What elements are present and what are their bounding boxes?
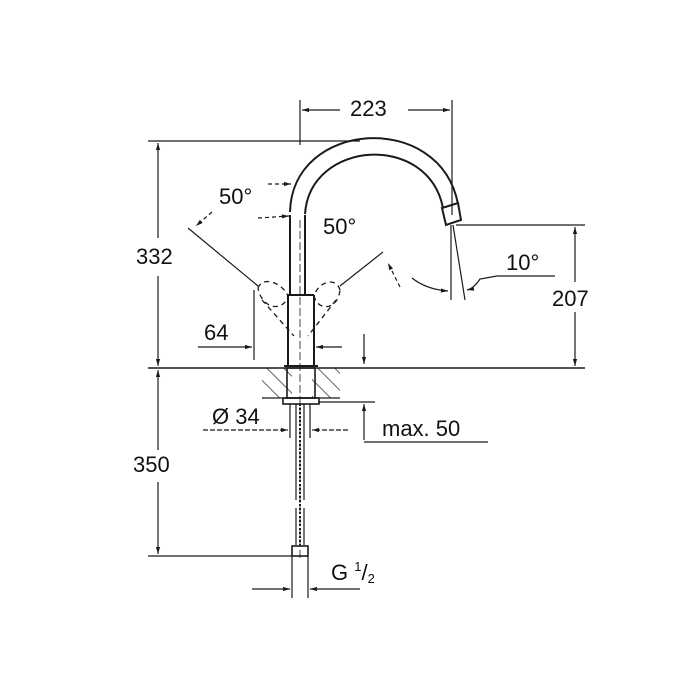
faucet-spout: [289, 137, 463, 295]
deck-thickness-dimension: [318, 401, 488, 443]
left-angle-50: [187, 181, 291, 287]
height-207-dimension: [456, 224, 585, 366]
hole-diameter-dimension: [203, 404, 348, 438]
thread-prefix: G: [331, 560, 349, 585]
reach-dimension: [299, 100, 453, 215]
height-332-label: 332: [136, 244, 173, 269]
faucet-body: [284, 220, 318, 560]
countertop-section: [262, 367, 340, 405]
lever-positions: [257, 280, 341, 337]
thread-den: 2: [367, 571, 375, 586]
spout-angle-label: 10°: [506, 250, 540, 275]
reach-label: 223: [350, 96, 387, 121]
right-angle-50: [339, 251, 401, 288]
max-thickness-label: max. 50: [382, 416, 461, 441]
thread-dimension: [252, 556, 360, 598]
diameter-label: Ø 34: [212, 404, 260, 429]
thread-num: 1: [354, 559, 362, 574]
hose-350-dimension: [148, 370, 292, 557]
right-angle-label: 50°: [323, 214, 357, 239]
hose-length-label: 350: [133, 452, 170, 477]
lever-offset-64: [198, 290, 367, 364]
spout-angle-10: [411, 224, 555, 301]
left-angle-label: 50°: [219, 184, 253, 209]
thread-slash: /: [361, 560, 368, 585]
hose: [291, 404, 309, 557]
offset-64-label: 64: [204, 320, 229, 345]
height-207-label: 207: [552, 286, 589, 311]
thread-label: G 1/2: [331, 559, 375, 586]
